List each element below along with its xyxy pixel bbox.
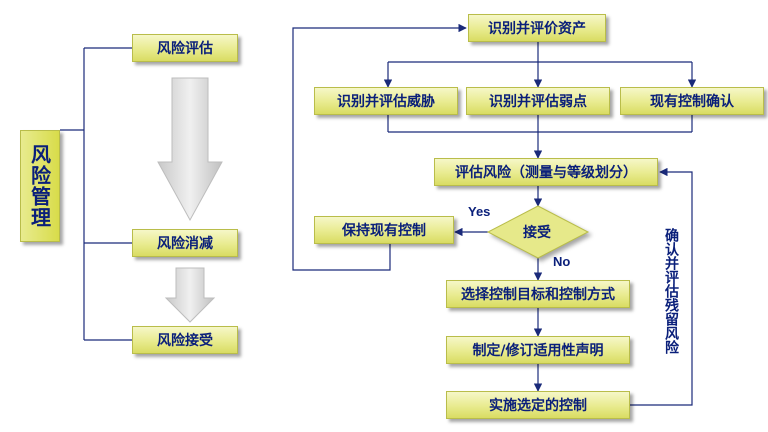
gray-arrow-small	[164, 267, 216, 323]
box-identify-assets: 识别并评价资产	[468, 14, 606, 42]
step-label: 风险接受	[157, 333, 213, 349]
no-label: No	[553, 254, 571, 269]
box-label: 评估风险（测量与等级划分）	[455, 165, 637, 181]
step-risk-mitigation: 风险消减	[132, 229, 238, 257]
box-keep-controls: 保持现有控制	[314, 216, 454, 244]
box-label: 制定/修订适用性声明	[472, 343, 604, 359]
box-label: 识别并评估威胁	[337, 94, 435, 110]
yes-label: Yes	[468, 204, 491, 219]
box-label: 选择控制目标和控制方式	[461, 287, 615, 303]
decision-label: 接受	[523, 225, 551, 241]
box-identify-threats: 识别并评估威胁	[314, 87, 458, 115]
box-statement-of-applicability: 制定/修订适用性声明	[446, 336, 630, 364]
loop-back-top	[292, 23, 467, 271]
box-implement-controls: 实施选定的控制	[446, 391, 630, 419]
box-label: 保持现有控制	[342, 223, 426, 239]
box-existing-controls: 现有控制确认	[620, 87, 764, 115]
box-select-controls: 选择控制目标和控制方式	[446, 280, 630, 308]
step-label: 风险消减	[157, 236, 213, 252]
box-label: 实施选定的控制	[489, 398, 587, 414]
risk-management-text: 风险管理	[27, 144, 52, 228]
left-bracket	[60, 47, 132, 341]
gray-arrow-large	[157, 77, 223, 222]
loop-residual	[630, 167, 693, 406]
box-identify-vulnerabilities: 识别并评估弱点	[466, 87, 610, 115]
box-label: 识别并评估弱点	[489, 94, 587, 110]
step-risk-acceptance: 风险接受	[132, 326, 238, 354]
box-assess-risk: 评估风险（测量与等级划分）	[434, 158, 658, 186]
residual-risk-label: 确认并评估残留风险	[663, 228, 679, 354]
step-risk-assessment: 风险评估	[132, 34, 238, 62]
risk-management-label: 风险管理	[20, 130, 60, 242]
decision-diamond	[486, 205, 590, 259]
box-label: 现有控制确认	[650, 94, 734, 110]
box-label: 识别并评价资产	[488, 21, 586, 37]
step-label: 风险评估	[157, 41, 213, 57]
